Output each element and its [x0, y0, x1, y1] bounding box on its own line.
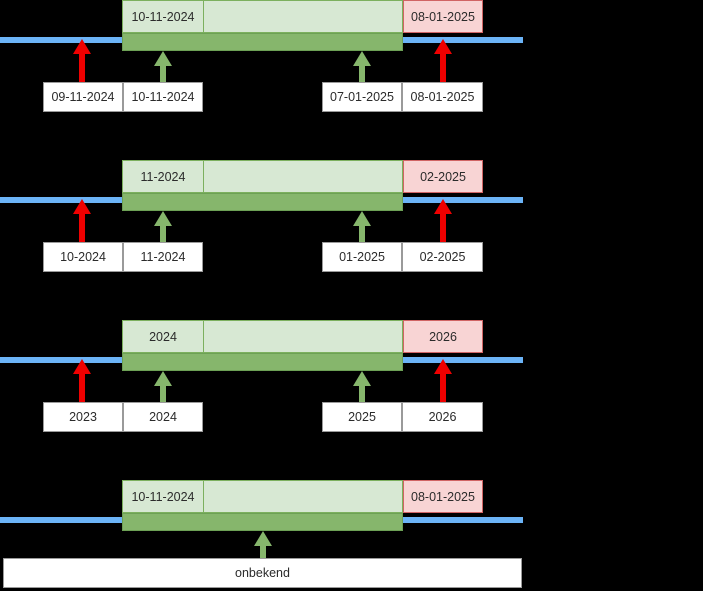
period-end-box: 2026	[403, 320, 483, 353]
caption-box: 10-2024	[43, 242, 123, 272]
timeline-row-year-precision: 2024 2026 2023 2024 2025 2026	[0, 320, 703, 480]
green-up-arrow-icon	[353, 211, 371, 243]
period-band-light: 10-11-2024	[122, 480, 403, 513]
red-up-arrow-icon	[73, 39, 91, 83]
red-up-arrow-icon	[73, 359, 91, 403]
band-divider	[203, 161, 204, 192]
green-up-arrow-icon	[353, 371, 371, 403]
period-end-box: 08-01-2025	[403, 0, 483, 33]
caption-box: 02-2025	[402, 242, 483, 272]
period-band-dark	[122, 193, 403, 211]
band-start-label: 2024	[149, 329, 177, 344]
caption-box: onbekend	[3, 558, 522, 588]
timeline-row-day-precision: 10-11-2024 08-01-2025 09-11-2024 10-11-2…	[0, 0, 703, 160]
caption-box: 09-11-2024	[43, 82, 123, 112]
band-divider	[203, 1, 204, 32]
green-up-arrow-icon	[254, 531, 272, 559]
red-up-arrow-icon	[434, 359, 452, 403]
period-band-dark	[122, 513, 403, 531]
period-band-dark	[122, 353, 403, 371]
green-up-arrow-icon	[154, 51, 172, 83]
band-start-label: 10-11-2024	[131, 9, 195, 24]
band-divider	[203, 321, 204, 352]
period-band-light: 2024	[122, 320, 403, 353]
band-divider	[203, 481, 204, 512]
band-start-label: 11-2024	[140, 169, 186, 184]
red-up-arrow-icon	[434, 39, 452, 83]
band-start-label: 10-11-2024	[131, 489, 195, 504]
caption-box: 10-11-2024	[123, 82, 203, 112]
caption-box: 2023	[43, 402, 123, 432]
period-end-box: 02-2025	[403, 160, 483, 193]
caption-box: 08-01-2025	[402, 82, 483, 112]
caption-box: 01-2025	[322, 242, 402, 272]
caption-box: 07-01-2025	[322, 82, 402, 112]
caption-box: 2024	[123, 402, 203, 432]
period-band-light: 10-11-2024	[122, 0, 403, 33]
period-band-dark	[122, 33, 403, 51]
period-end-box: 08-01-2025	[403, 480, 483, 513]
green-up-arrow-icon	[154, 211, 172, 243]
caption-box: 2025	[322, 402, 402, 432]
red-up-arrow-icon	[73, 199, 91, 243]
timeline-row-unknown-precision: 10-11-2024 08-01-2025 onbekend	[0, 480, 703, 591]
period-band-light: 11-2024	[122, 160, 403, 193]
caption-box: 2026	[402, 402, 483, 432]
caption-box: 11-2024	[123, 242, 203, 272]
green-up-arrow-icon	[154, 371, 172, 403]
green-up-arrow-icon	[353, 51, 371, 83]
red-up-arrow-icon	[434, 199, 452, 243]
timeline-row-month-precision: 11-2024 02-2025 10-2024 11-2024 01-2025 …	[0, 160, 703, 320]
